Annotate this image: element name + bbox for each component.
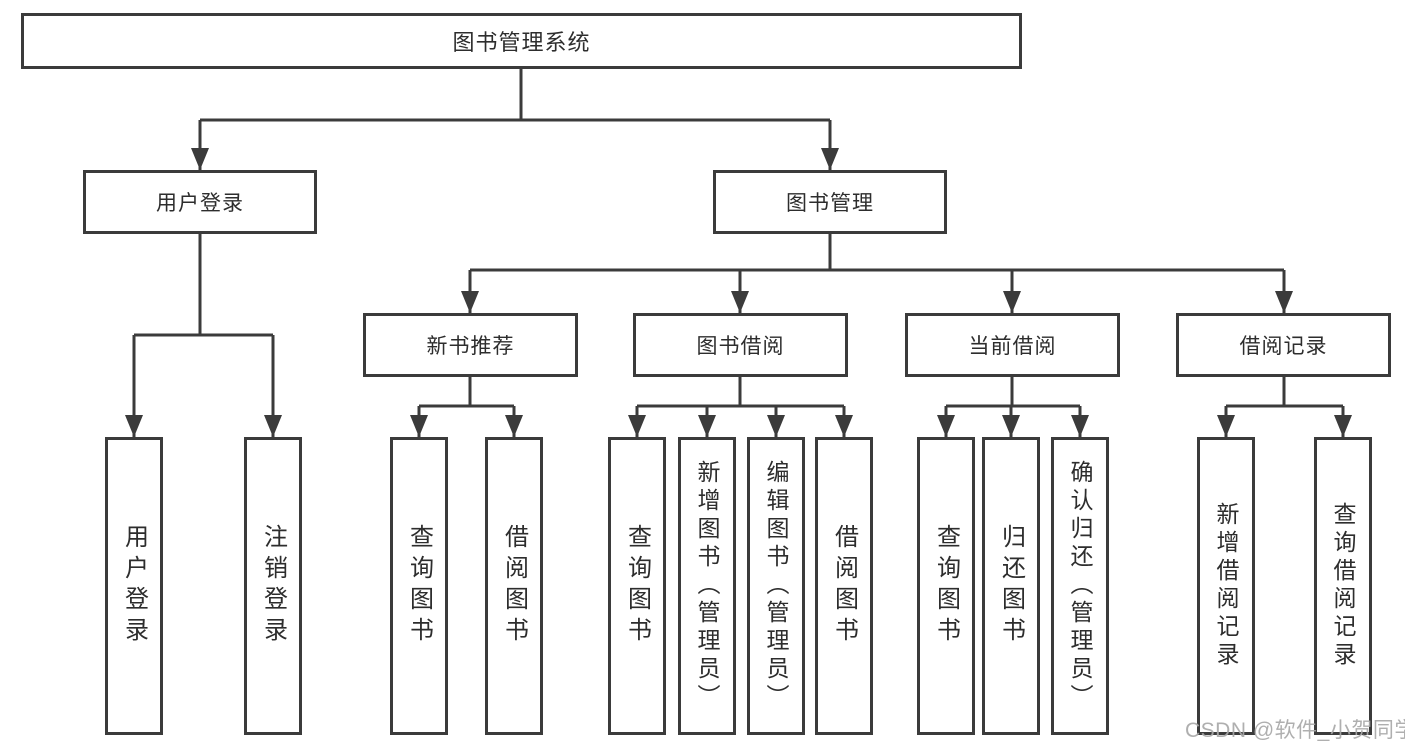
leaf-cb-query-books-label: 查询图书 (932, 524, 960, 648)
leaf-bb-borrow-books: 借阅图书 (815, 437, 873, 735)
arrowheads (125, 148, 1352, 437)
leaf-cb-query-books: 查询图书 (917, 437, 975, 735)
node-current-borrow: 当前借阅 (905, 313, 1120, 377)
leaf-bb-add-books-admin-label: 新增图书（管理员） (694, 460, 720, 712)
node-book-management: 图书管理 (713, 170, 947, 234)
leaf-user-login-label: 用户登录 (120, 524, 148, 648)
node-borrow-records-label: 借阅记录 (1239, 335, 1328, 358)
leaf-logout-label: 注销登录 (259, 524, 287, 648)
leaf-cb-return-books: 归还图书 (982, 437, 1040, 735)
node-user-login: 用户登录 (83, 170, 317, 234)
node-book-borrow: 图书借阅 (633, 313, 848, 377)
leaf-bb-edit-books-admin-label: 编辑图书（管理员） (763, 460, 789, 712)
node-current-borrow-label: 当前借阅 (968, 335, 1057, 358)
node-new-book-recommend-label: 新书推荐 (426, 335, 515, 358)
leaf-cb-confirm-return-admin-label: 确认归还（管理员） (1067, 460, 1093, 712)
leaf-bb-query-books-label: 查询图书 (623, 524, 651, 648)
node-user-login-label: 用户登录 (156, 192, 244, 215)
leaf-bb-add-books-admin: 新增图书（管理员） (678, 437, 736, 735)
leaf-br-add-record: 新增借阅记录 (1197, 437, 1255, 735)
node-new-book-recommend: 新书推荐 (363, 313, 578, 377)
node-system-root-label: 图书管理系统 (452, 30, 591, 55)
csdn-watermark: CSDN @软件_小贺同学 (1185, 719, 1405, 742)
leaf-nb-query-books-label: 查询图书 (405, 524, 433, 648)
leaf-nb-borrow-books: 借阅图书 (485, 437, 543, 735)
leaf-logout: 注销登录 (244, 437, 302, 735)
leaf-cb-return-books-label: 归还图书 (997, 524, 1025, 648)
leaf-br-add-record-label: 新增借阅记录 (1213, 502, 1239, 670)
leaf-bb-edit-books-admin: 编辑图书（管理员） (747, 437, 805, 735)
node-book-borrow-label: 图书借阅 (696, 335, 785, 358)
leaf-cb-confirm-return-admin: 确认归还（管理员） (1051, 437, 1109, 735)
leaf-bb-borrow-books-label: 借阅图书 (830, 524, 858, 648)
node-system-root: 图书管理系统 (21, 13, 1022, 69)
leaf-bb-query-books: 查询图书 (608, 437, 666, 735)
leaf-nb-borrow-books-label: 借阅图书 (500, 524, 528, 648)
node-borrow-records: 借阅记录 (1176, 313, 1391, 377)
leaf-br-query-record: 查询借阅记录 (1314, 437, 1372, 735)
leaf-nb-query-books: 查询图书 (390, 437, 448, 735)
leaf-user-login: 用户登录 (105, 437, 163, 735)
node-book-management-label: 图书管理 (786, 192, 874, 215)
leaf-br-query-record-label: 查询借阅记录 (1330, 502, 1356, 670)
